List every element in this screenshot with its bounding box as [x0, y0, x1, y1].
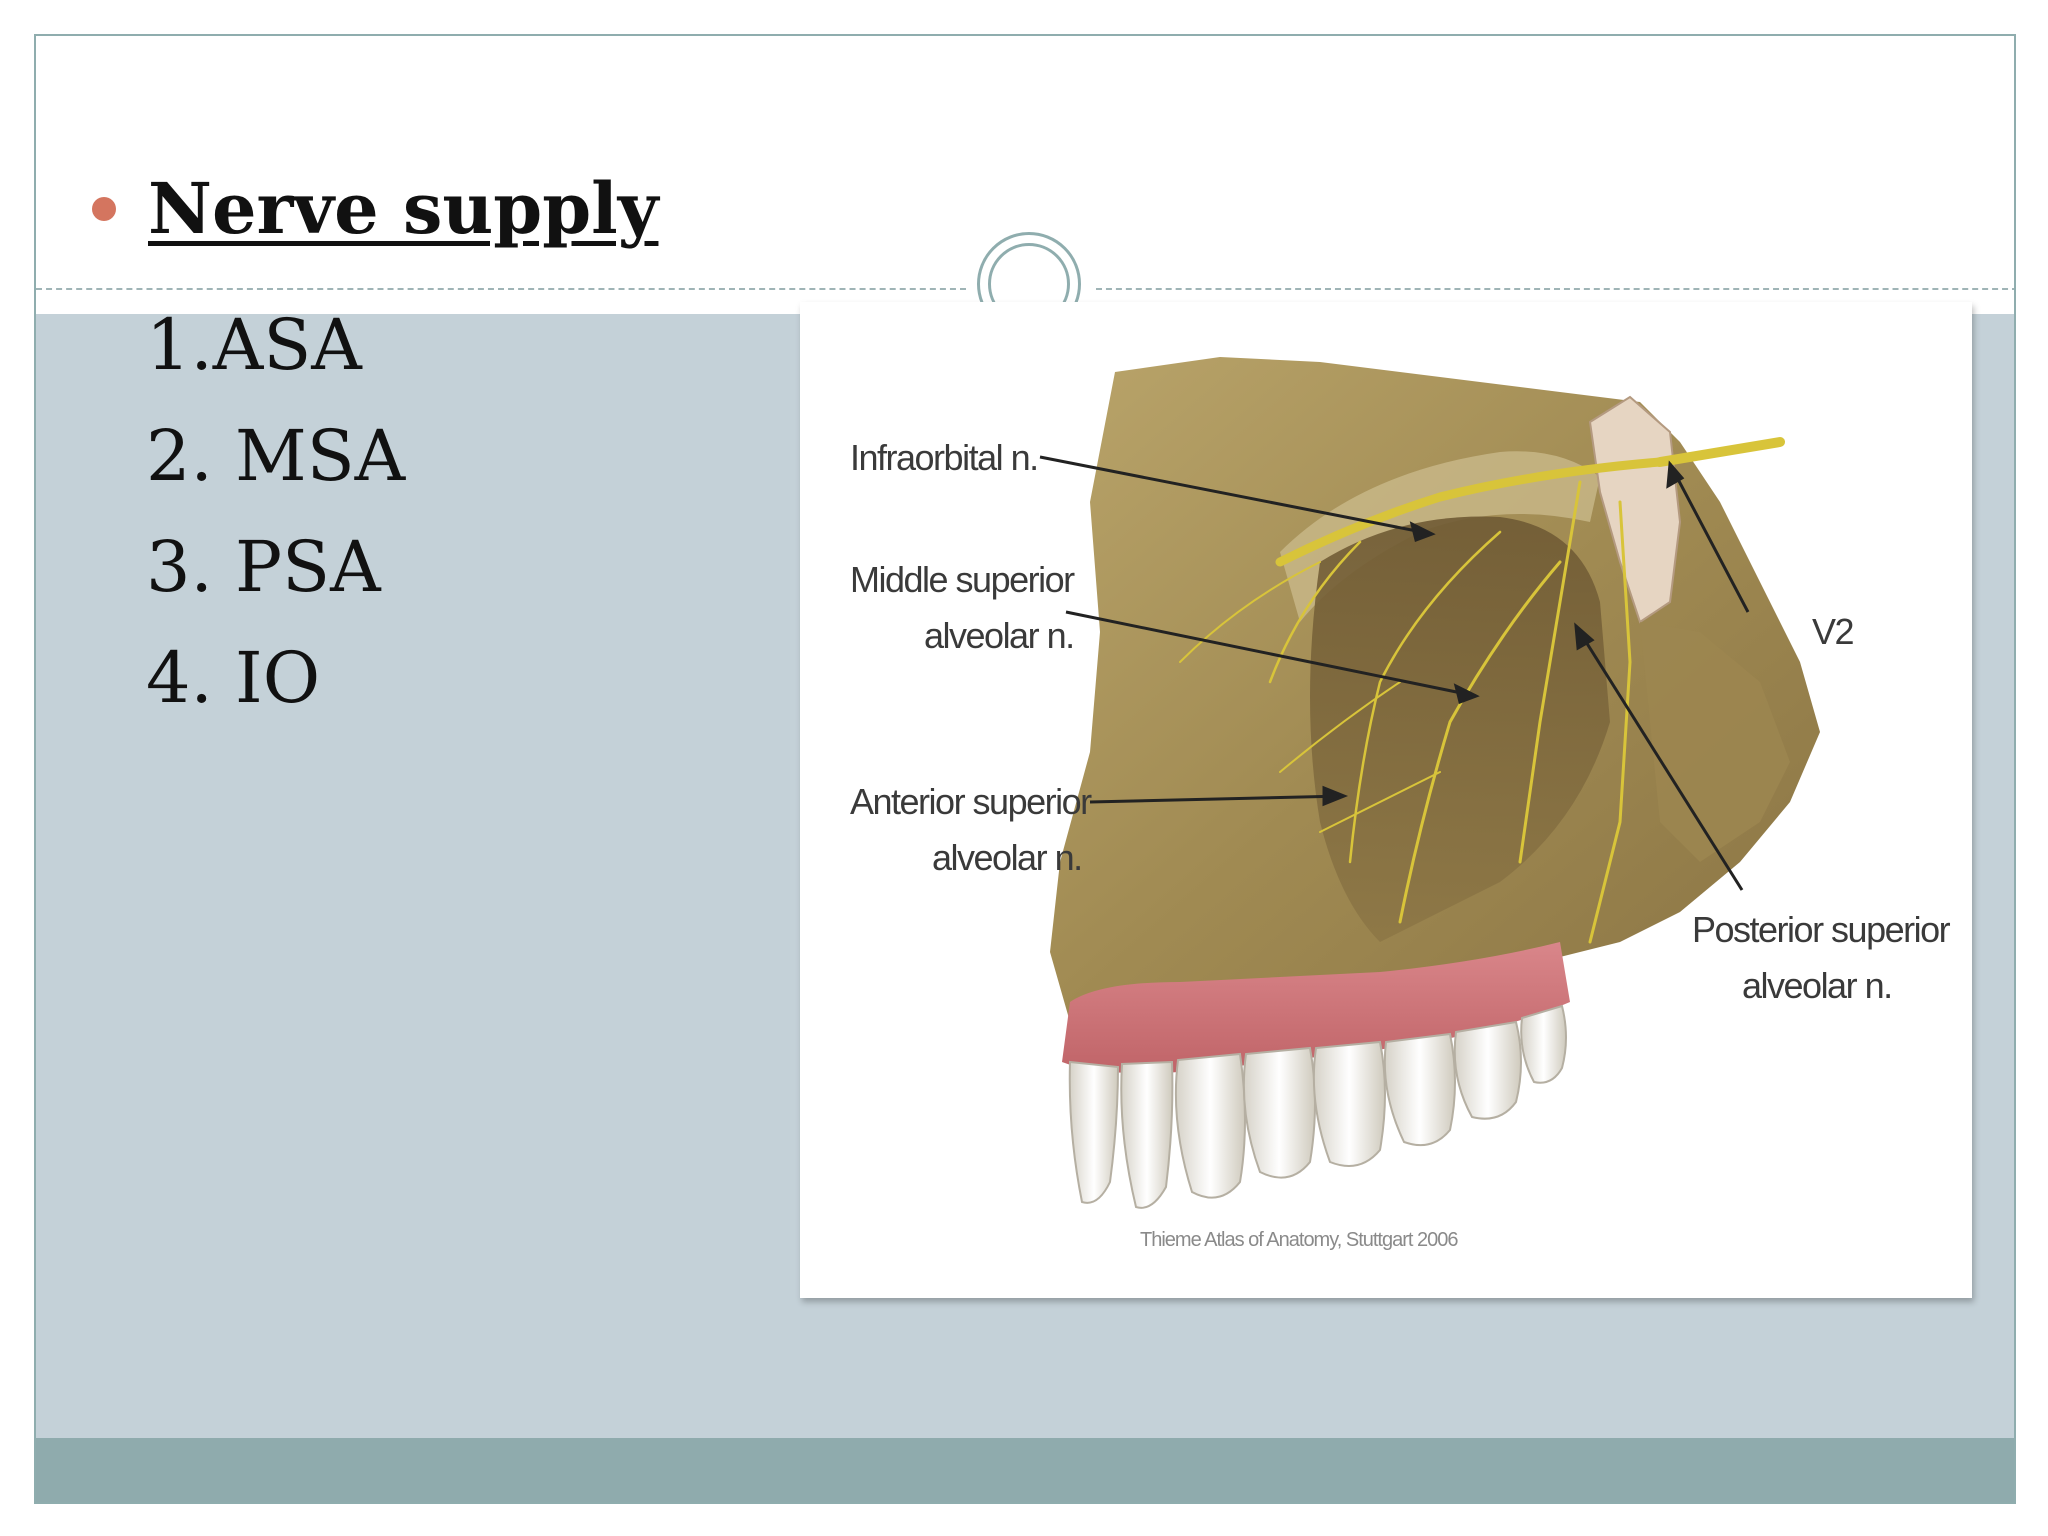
label-msa-line1: Middle superior: [850, 559, 1075, 600]
label-infraorbital: Infraorbital n.: [850, 437, 1038, 478]
label-psa-line2: alveolar n.: [1742, 965, 1892, 1006]
figure-credit: Thieme Atlas of Anatomy, Stuttgart 2006: [1140, 1229, 1458, 1251]
orbit-ridge-shape: [1280, 451, 1600, 622]
posterior-wall-shape: [1640, 622, 1790, 862]
list-item: 4. IO: [146, 637, 321, 719]
nerve-list: 1.ASA 2. MSA 3. PSA 4. IO: [146, 290, 405, 734]
heading-bullet-row: Nerve supply: [92, 174, 658, 244]
bone-cross-section-shape: [1588, 395, 1682, 624]
anatomy-figure: Infraorbital n. Middle superior alveolar…: [800, 302, 1972, 1298]
gum-shape: [1062, 942, 1570, 1074]
tooth-shape: [1383, 1032, 1456, 1146]
tooth-shape: [1174, 1052, 1246, 1199]
label-asa-line1: Anterior superior: [850, 781, 1092, 822]
nerve-branches: [1179, 437, 1785, 944]
tooth-shape: [1312, 1040, 1386, 1167]
list-item: 1.ASA: [146, 304, 362, 386]
tooth-shape: [1120, 1060, 1174, 1209]
list-item: 3. PSA: [146, 526, 381, 608]
label-leader-lines: [1039, 455, 1750, 891]
label-psa-line1: Posterior superior: [1692, 909, 1951, 950]
list-item: 2. MSA: [146, 415, 406, 497]
slide: Nerve supply 1.ASA 2. MSA 3. PSA 4. IO: [34, 34, 2016, 1504]
header-divider-right: [1096, 288, 2014, 290]
tooth-shape: [1520, 1004, 1567, 1084]
tooth-shape: [1453, 1020, 1522, 1120]
label-msa-line2: alveolar n.: [924, 615, 1074, 656]
bullet-dot-icon: [92, 197, 116, 221]
slide-footer-band: [36, 1438, 2014, 1502]
slide-heading: Nerve supply: [148, 167, 659, 250]
header-divider-left: [36, 288, 966, 290]
teeth-group: [1068, 1004, 1567, 1209]
tooth-shape: [1068, 1060, 1120, 1204]
tooth-shape: [1242, 1046, 1316, 1179]
anatomy-illustration: Infraorbital n. Middle superior alveolar…: [850, 357, 1952, 1251]
label-asa-line2: alveolar n.: [932, 837, 1082, 878]
maxillary-sinus-shape: [1310, 516, 1610, 942]
label-v2: V2: [1812, 611, 1854, 652]
